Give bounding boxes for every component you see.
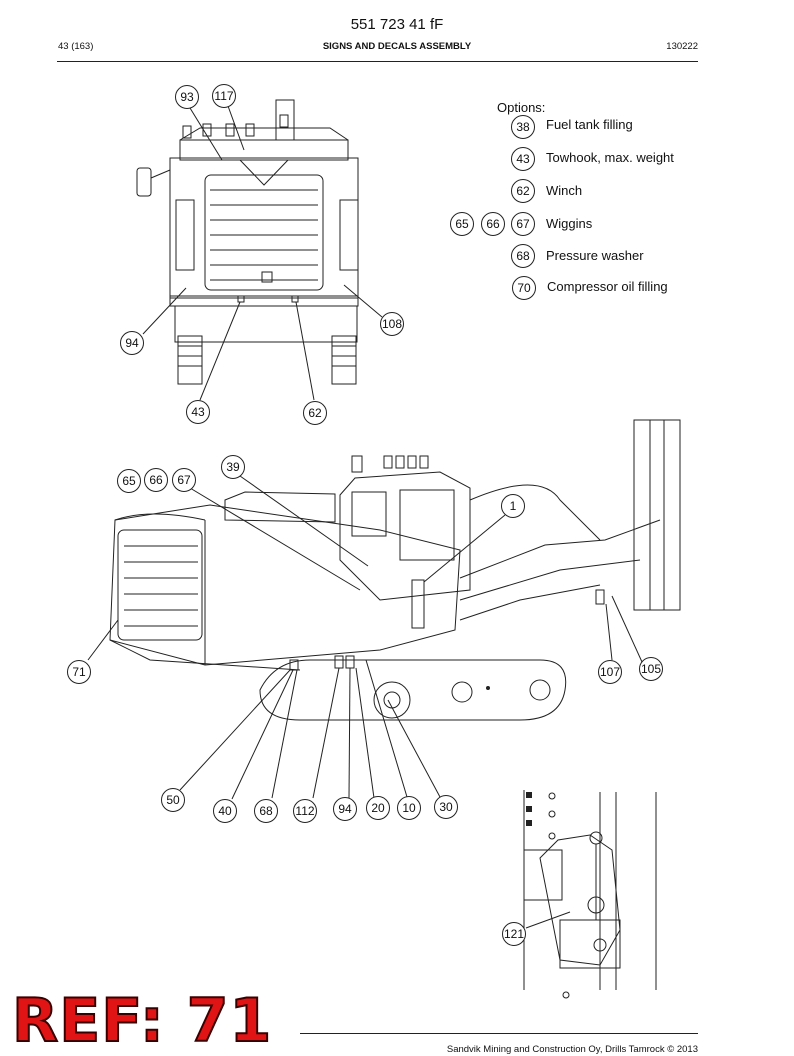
callout-side: 40 (213, 799, 237, 823)
callout-front: 93 (175, 85, 199, 109)
option-callout: 67 (511, 212, 535, 236)
header-rule (57, 61, 698, 63)
callout-front: 117 (212, 84, 236, 108)
callout-side: 20 (366, 796, 390, 820)
section-title: SIGNS AND DECALS ASSEMBLY (322, 41, 472, 52)
options-title: Options: (497, 100, 546, 115)
option-label: Compressor oil filling (547, 279, 668, 294)
callout-side: 94 (333, 797, 357, 821)
option-label: Pressure washer (546, 248, 644, 263)
callout-side: 107 (598, 660, 622, 684)
front-view-drawing (136, 99, 359, 385)
option-label: Towhook, max. weight (546, 150, 674, 165)
callout-side: 71 (67, 660, 91, 684)
option-label: Fuel tank filling (546, 117, 633, 132)
detail-view-drawing (523, 790, 657, 999)
callout-side: 67 (172, 468, 196, 492)
option-callout: 68 (511, 244, 535, 268)
callout-side: 105 (639, 657, 663, 681)
option-callout: 70 (512, 276, 536, 300)
callout-side: 30 (434, 795, 458, 819)
footer-copyright: Sandvik Mining and Construction Oy, Dril… (446, 1044, 698, 1055)
footer-rule (300, 1033, 698, 1035)
option-label: Winch (546, 183, 583, 198)
document-code: 130222 (666, 41, 698, 52)
side-view-drawing (109, 419, 681, 721)
option-callout: 65 (450, 212, 474, 236)
callout-side: 65 (117, 469, 141, 493)
callout-side: 112 (293, 799, 317, 823)
option-label: Wiggins (546, 216, 593, 231)
callout-side: 39 (221, 455, 245, 479)
option-callout: 62 (511, 179, 535, 203)
option-callout: 66 (481, 212, 505, 236)
callout-front: 43 (186, 400, 210, 424)
callout-side: 68 (254, 799, 278, 823)
callout-front: 108 (380, 312, 404, 336)
callout-side: 66 (144, 468, 168, 492)
option-callout: 38 (511, 115, 535, 139)
callout-front: 62 (303, 401, 327, 425)
callout-side: 1 (501, 494, 525, 518)
option-callout: 43 (511, 147, 535, 171)
callout-front: 94 (120, 331, 144, 355)
callout-detail: 121 (502, 922, 526, 946)
document-number: 551 723 41 fF (350, 16, 444, 33)
page-number: 43 (163) (58, 41, 94, 52)
callout-side: 50 (161, 788, 185, 812)
ref-stamp: REF: 71 (11, 985, 273, 1056)
callout-side: 10 (397, 796, 421, 820)
